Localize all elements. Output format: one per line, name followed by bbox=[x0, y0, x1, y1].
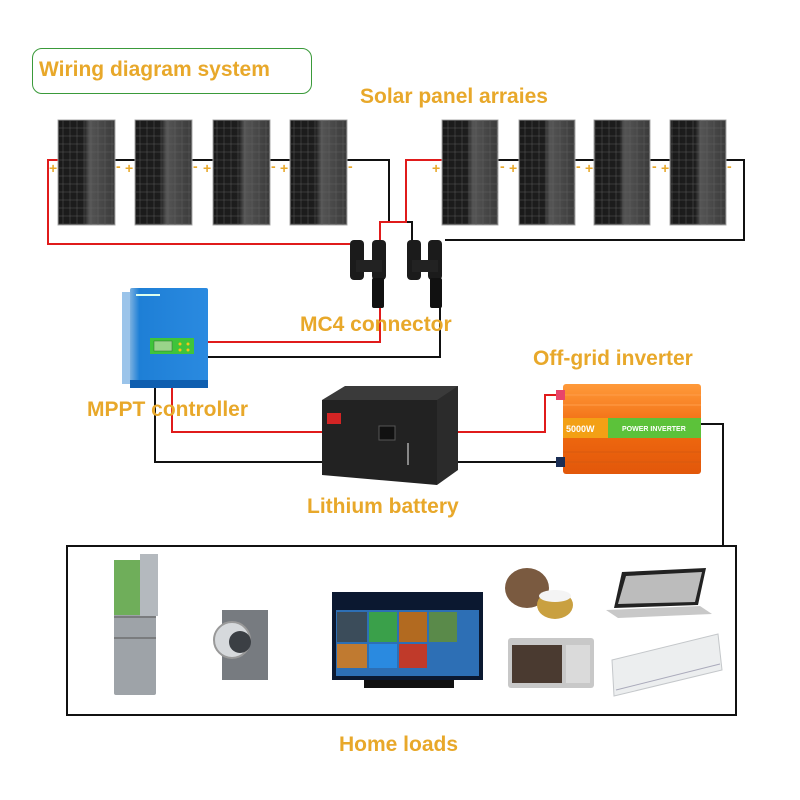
inverter-label: Off-grid inverter bbox=[533, 347, 693, 370]
plus-sign: + bbox=[125, 160, 133, 176]
solar-panel bbox=[212, 119, 271, 226]
minus-sign: - bbox=[652, 158, 657, 174]
minus-sign: - bbox=[500, 158, 505, 174]
minus-sign: - bbox=[116, 158, 121, 174]
laptop bbox=[606, 568, 712, 618]
washing-machine bbox=[213, 610, 268, 680]
solar-panel bbox=[441, 119, 499, 226]
minus-sign: - bbox=[193, 158, 198, 174]
minus-sign: - bbox=[271, 158, 276, 174]
plus-sign: + bbox=[432, 160, 440, 176]
left-array-wires bbox=[47, 159, 443, 245]
minus-sign: - bbox=[348, 158, 353, 174]
left-solar-array bbox=[57, 119, 348, 226]
solar-panel bbox=[518, 119, 576, 226]
inverter-power-rating: 5000W bbox=[566, 424, 595, 434]
home-loads-label: Home loads bbox=[339, 733, 459, 756]
minus-sign: - bbox=[576, 158, 581, 174]
microwave bbox=[508, 638, 594, 688]
plus-sign: + bbox=[509, 160, 517, 176]
plus-sign: + bbox=[203, 160, 211, 176]
solar-panel-label: Solar panel arraies bbox=[360, 85, 548, 108]
plus-sign: + bbox=[585, 160, 593, 176]
solar-panel bbox=[669, 119, 727, 226]
refrigerator bbox=[114, 554, 158, 695]
diagram-title: Wiring diagram system bbox=[39, 58, 270, 81]
solar-panel bbox=[593, 119, 651, 226]
polarity-marks: + - + - + - + - + - + - + - + - bbox=[49, 158, 732, 176]
right-solar-array bbox=[441, 119, 727, 226]
solar-panel bbox=[57, 119, 116, 226]
plus-sign: + bbox=[661, 160, 669, 176]
solar-panel bbox=[289, 119, 348, 226]
plus-sign: + bbox=[280, 160, 288, 176]
solar-panel bbox=[134, 119, 193, 226]
rice-cooker bbox=[505, 568, 573, 619]
battery-label: Lithium battery bbox=[307, 495, 459, 518]
air-conditioner bbox=[611, 633, 723, 697]
home-loads-box bbox=[66, 545, 737, 716]
title-box: Wiring diagram system bbox=[32, 48, 312, 94]
mc4-connectors bbox=[350, 240, 442, 308]
plus-sign: + bbox=[49, 160, 57, 176]
mppt-controller-label: MPPT controller bbox=[87, 398, 249, 421]
controller-wires bbox=[154, 300, 441, 463]
right-array-wires bbox=[445, 159, 745, 241]
inverter-brand-text: POWER INVERTER bbox=[622, 426, 686, 433]
minus-sign: - bbox=[727, 158, 732, 174]
off-grid-inverter: 5000W POWER INVERTER bbox=[556, 384, 701, 474]
mc4-connector-label: MC4 connector bbox=[300, 313, 452, 336]
lithium-battery bbox=[322, 386, 458, 485]
television bbox=[332, 592, 483, 688]
mppt-controller bbox=[122, 288, 208, 388]
